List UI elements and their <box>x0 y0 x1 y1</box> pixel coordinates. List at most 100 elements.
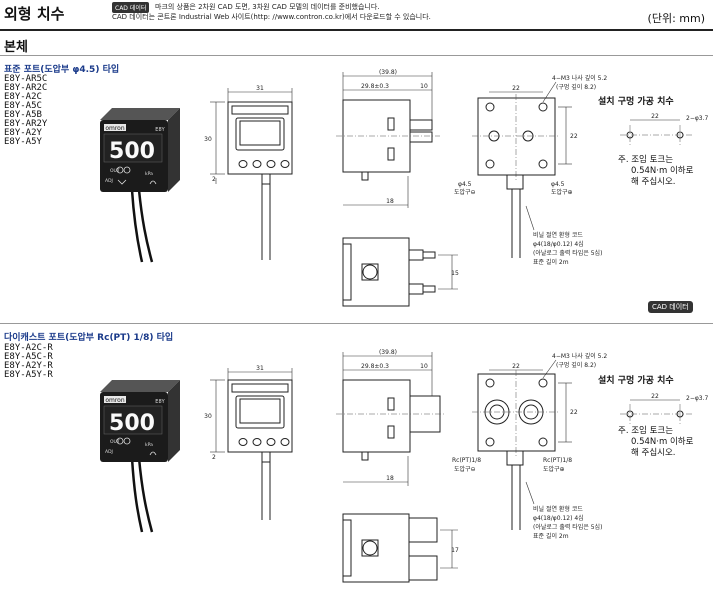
dim-22-top: 22 <box>512 363 520 370</box>
panel-sub-label: ADJ <box>105 449 113 455</box>
model-item: E8Y-A2C-R <box>4 343 53 353</box>
top-view: 15 <box>342 237 459 307</box>
dim-22-top: 22 <box>512 85 520 92</box>
torque-line: 해 주십시오. <box>631 177 676 187</box>
cad-data-button[interactable]: CAD 데이터 <box>648 301 693 313</box>
dim-29-8: 29.8±0.3 <box>361 83 389 90</box>
dim-39-8: (39.8) <box>379 349 397 356</box>
model-item: E8Y-A2C <box>4 92 42 102</box>
dim-22-mount: 22 <box>651 113 659 120</box>
diecast-mount-title: 설치 구멍 가공 치수 <box>598 376 674 386</box>
notice-line-2: CAD 데이터는 콘트론 Industrial Web 사이트(http: //… <box>112 13 431 21</box>
brand-logo: omron <box>105 125 125 132</box>
port-right-label: 도압구⊕ <box>543 465 565 473</box>
diecast-torque-note: 주. 조임 토크는 0.54N·m 이하로 해 주십시오. <box>618 426 693 459</box>
panel-unit: kPa <box>145 442 153 448</box>
m3-note-2: (구멍 깊이 8.2) <box>556 83 596 91</box>
dim-2: 2 <box>212 176 216 183</box>
sensor-photo: omron E8Y 500 OUT kPa ADJ <box>100 108 180 263</box>
panel-display-value: 500 <box>109 411 155 436</box>
header-divider <box>0 29 713 31</box>
dim-29-8: 29.8±0.3 <box>361 363 389 370</box>
front-view: 31 30 2 <box>204 365 293 520</box>
cable-note-2: φ4(18/φ0.12) 4심 <box>533 240 584 248</box>
brand-logo: omron <box>105 397 125 404</box>
dim-22-side: 22 <box>570 133 578 140</box>
panel-unit: kPa <box>145 171 153 177</box>
model-item: E8Y-AR2Y <box>4 119 48 129</box>
dim-2: 2 <box>212 454 216 461</box>
torque-line: 주. 조임 토크는 <box>618 155 674 165</box>
port-left: Rc(PT)1/8 <box>452 457 481 464</box>
dim-18: 18 <box>386 198 394 205</box>
torque-line: 주. 조임 토크는 <box>618 426 674 436</box>
section-divider-2 <box>0 323 713 324</box>
dim-39-8: (39.8) <box>379 69 397 76</box>
m3-note-2: (구멍 깊이 8.2) <box>556 361 596 369</box>
model-item: E8Y-A5Y-R <box>4 370 53 380</box>
torque-line: 해 주십시오. <box>631 448 676 458</box>
dim-31: 31 <box>256 365 264 372</box>
port-right: Rc(PT)1/8 <box>543 457 572 464</box>
side-view: (39.8) 29.8±0.3 10 18 <box>336 69 440 208</box>
model-item: E8Y-A2Y-R <box>4 361 53 371</box>
dim-17: 17 <box>451 547 459 554</box>
hole-spec: 2−φ3.7 <box>686 115 709 122</box>
cable-note-1: 비닐 절연 환형 코드 <box>533 231 583 239</box>
port-left-label: 도압구⊖ <box>454 188 476 196</box>
port-left-label: 도압구⊖ <box>454 465 476 473</box>
unit-label: (단위: mm) <box>647 12 705 25</box>
panel-model: E8Y <box>155 399 165 405</box>
port-left: φ4.5 <box>458 181 472 188</box>
section-divider <box>0 55 713 56</box>
diecast-model-list: E8Y-A2C-R E8Y-A5C-R E8Y-A2Y-R E8Y-A5Y-R <box>4 344 53 380</box>
dim-30: 30 <box>204 136 212 143</box>
cad-badge: CAD 데이터 <box>112 2 150 13</box>
model-item: E8Y-A5C <box>4 101 42 111</box>
standard-section-drawings: omron E8Y 500 OUT kPa ADJ 31 <box>100 69 709 307</box>
dim-15: 15 <box>451 270 459 277</box>
standard-model-list: E8Y-AR5C E8Y-AR2C E8Y-A2C E8Y-A5C E8Y-A5… <box>4 75 47 147</box>
dim-10: 10 <box>420 363 428 370</box>
dim-31: 31 <box>256 85 264 92</box>
diecast-subtitle: 다이캐스트 포트(도압부 Rc(PT) 1/8) 타입 <box>4 333 174 343</box>
cable-note-2: φ4(18/φ0.12) 4심 <box>533 514 584 522</box>
notice-line-1: 마크의 상품은 2차원 CAD 도면, 3차원 CAD 모델의 데이터를 준비했… <box>155 3 380 11</box>
dim-30: 30 <box>204 413 212 420</box>
side-view: (39.8) 29.8±0.3 10 18 <box>336 349 446 486</box>
dim-22-mount: 22 <box>651 393 659 400</box>
mounting-hole-diagram: 22 2−φ3.7 <box>620 113 709 145</box>
cable-note-4: 표준 길이 2m <box>533 258 569 266</box>
mounting-hole-diagram: 22 2−φ3.7 <box>620 393 709 424</box>
standard-mount-title: 설치 구멍 가공 치수 <box>598 97 674 107</box>
m3-note: 4−M3 나사 깊이 5.2 <box>552 352 607 360</box>
model-item: E8Y-A5C-R <box>4 352 53 362</box>
standard-subtitle: 표준 포트(도압부 φ4.5) 타입 <box>4 65 120 75</box>
cable-note-4: 표준 길이 2m <box>533 532 569 540</box>
torque-line: 0.54N·m 이하로 <box>631 437 694 447</box>
page-title: 외형 치수 <box>4 5 65 23</box>
model-item: E8Y-A5Y <box>4 137 42 147</box>
model-item: E8Y-A5B <box>4 110 42 120</box>
section-title: 본체 <box>4 40 28 55</box>
rear-view: 4−M3 나사 깊이 5.2 (구멍 깊이 8.2) 22 22 Rc(PT)1… <box>452 352 607 540</box>
port-right: φ4.5 <box>551 181 565 188</box>
model-item: E8Y-A2Y <box>4 128 42 138</box>
hole-spec: 2−φ3.7 <box>686 395 709 402</box>
panel-sub-label: ADJ <box>105 178 113 184</box>
panel-model: E8Y <box>155 127 165 133</box>
sensor-photo: omron E8Y 500 OUT kPa ADJ <box>100 380 180 533</box>
cable-note-3: (아날로그 출력 타입은 5심) <box>533 523 602 531</box>
rear-view: 4−M3 나사 깊이 5.2 (구멍 깊이 8.2) 22 22 φ4.5 도압… <box>454 74 607 266</box>
front-view: 31 30 2 <box>204 85 293 260</box>
torque-line: 0.54N·m 이하로 <box>631 166 694 176</box>
cable-note-1: 비닐 절연 환형 코드 <box>533 505 583 513</box>
dim-10: 10 <box>420 83 428 90</box>
top-view: 17 <box>342 513 459 583</box>
standard-torque-note: 주. 조임 토크는 0.54N·m 이하로 해 주십시오. <box>618 155 693 188</box>
model-item: E8Y-AR2C <box>4 83 48 93</box>
dim-22-side: 22 <box>570 409 578 416</box>
model-item: E8Y-AR5C <box>4 74 48 84</box>
cable-note-3: (아날로그 출력 타입은 5심) <box>533 249 602 257</box>
